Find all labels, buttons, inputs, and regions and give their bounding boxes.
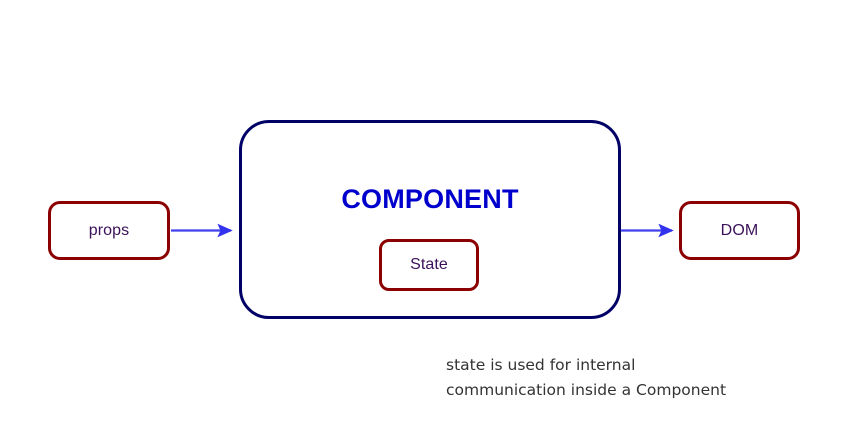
node-state: State — [379, 239, 479, 291]
node-state-label: State — [410, 256, 448, 273]
node-props: props — [48, 201, 170, 260]
node-dom: DOM — [679, 201, 800, 260]
caption-text: state is used for internal communication… — [446, 356, 727, 399]
node-props-label: props — [88, 221, 130, 239]
node-dom-label: DOM — [720, 221, 759, 239]
component-title-label: COMPONENT — [341, 184, 519, 214]
